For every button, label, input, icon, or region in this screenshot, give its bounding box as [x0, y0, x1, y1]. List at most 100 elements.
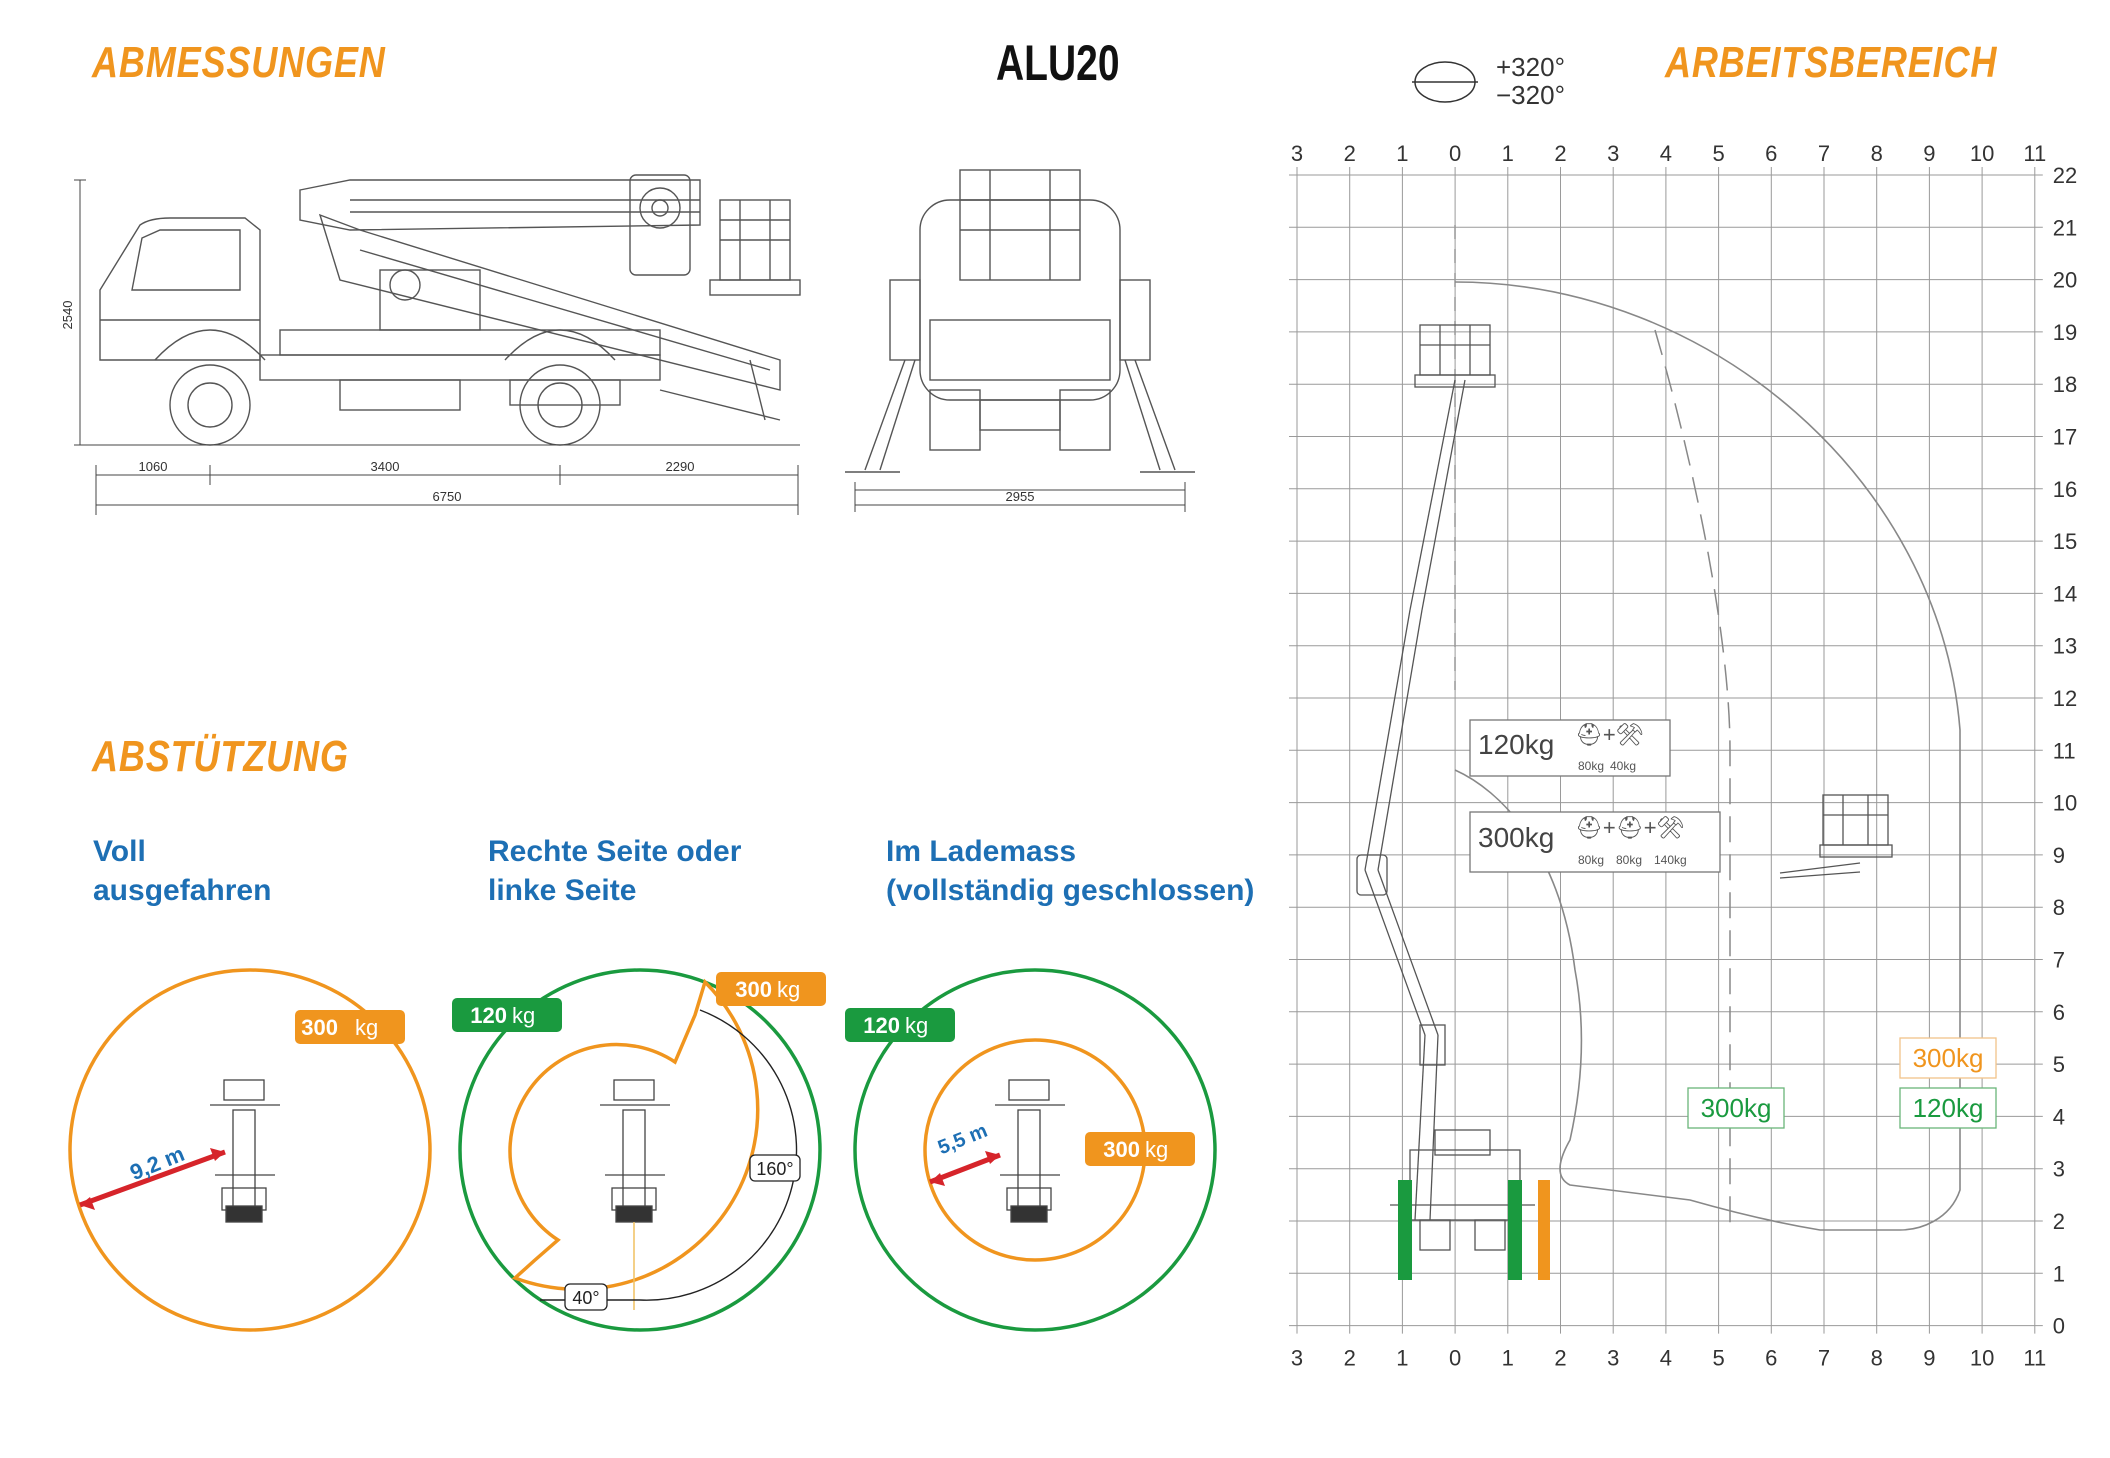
dimension-support-width-label: 2955: [1006, 489, 1035, 504]
working-area-title: ARBEITSBEREICH: [1665, 38, 1998, 87]
x-tick-top: 0: [1449, 141, 1461, 166]
diagram-full-extended: 9,2 m 300 kg: [68, 968, 432, 1332]
mode-side-label: Rechte Seite oder linke Seite: [488, 832, 741, 910]
dimension-height-label: 2540: [60, 301, 75, 330]
x-tick-bottom: 7: [1818, 1346, 1830, 1371]
x-tick-top: 9: [1923, 141, 1935, 166]
rotation-indicator: +320° −320°: [1412, 52, 1565, 110]
load-box-120-sub1: 80kg: [1578, 759, 1604, 773]
load-box-120-sub2: 40kg: [1610, 759, 1636, 773]
y-tick: 16: [2053, 477, 2077, 502]
x-tick-bottom: 5: [1712, 1346, 1724, 1371]
x-tick-bottom: 8: [1871, 1346, 1883, 1371]
y-tick: 22: [2053, 163, 2077, 188]
x-tick-top: 1: [1396, 141, 1408, 166]
label-inner-300: 300kg: [1687, 1087, 1785, 1129]
full-load-value: 300: [301, 1015, 338, 1040]
left-outrigger-green: [1398, 1180, 1412, 1280]
truck-side-view: 2540 1060 3400 2290 6750: [60, 174, 801, 515]
side-inner-range: [508, 978, 760, 1292]
y-tick: 17: [2053, 425, 2077, 450]
closed-load-small-badge: [845, 1008, 955, 1042]
x-tick-top: 5: [1712, 141, 1724, 166]
y-tick: 0: [2053, 1314, 2065, 1339]
mode-closed-label: Im Lademass (vollständig geschlossen): [886, 832, 1254, 910]
rear-basket-icon: [959, 169, 1081, 281]
mode-side-line1: Rechte Seite oder: [488, 835, 742, 868]
full-reach-arrow: [79, 1149, 226, 1208]
svg-text:300: 300: [301, 1015, 338, 1040]
y-tick: 18: [2053, 372, 2077, 397]
load-box-300-sub2: 80kg: [1616, 853, 1642, 867]
side-basket-icon: [1779, 794, 1893, 879]
model-title: ALU20: [996, 35, 1120, 91]
persons-tool-icon: ⛑+⛑+⚒: [1575, 815, 1684, 840]
x-tick-bottom: 9: [1923, 1346, 1935, 1371]
truck-rear-view: 2955: [845, 169, 1195, 512]
y-tick: 11: [2053, 738, 2076, 763]
closed-load-large-badge: [1085, 1132, 1195, 1166]
x-tick-bottom: 3: [1291, 1346, 1303, 1371]
x-tick-bottom: 1: [1396, 1346, 1408, 1371]
side-load-small-value: 120: [470, 1003, 507, 1028]
y-tick: 2: [2053, 1209, 2065, 1234]
right-outrigger-green: [1508, 1180, 1522, 1280]
front-wheel-icon: [169, 364, 251, 446]
y-tick: 15: [2053, 529, 2077, 554]
y-tick: 14: [2053, 581, 2077, 606]
svg-text:300kg: 300kg: [1913, 1043, 1984, 1073]
closed-load-large-unit: kg: [1145, 1137, 1168, 1162]
closed-load-small-value: 120: [863, 1013, 900, 1038]
x-tick-bottom: 2: [1344, 1346, 1356, 1371]
mode-full-line2: ausgefahren: [93, 874, 272, 907]
diagram-closed: 5,5 m 120 kg 300 kg: [845, 968, 1217, 1332]
x-tick-bottom: 0: [1449, 1346, 1461, 1371]
dimension-front-overhang-label: 1060: [139, 459, 168, 474]
mode-closed-line2: (vollständig geschlossen): [886, 874, 1255, 907]
side-load-large-badge: [716, 972, 826, 1006]
x-tick-top: 3: [1291, 141, 1303, 166]
x-tick-bottom: 1: [1502, 1346, 1514, 1371]
side-machine-icon: [600, 1079, 670, 1223]
x-tick-top: 1: [1502, 141, 1514, 166]
outriggers-title: ABSTÜTZUNG: [92, 732, 349, 781]
full-load-badge: [295, 1010, 405, 1044]
mode-full-label: Voll ausgefahren: [93, 832, 271, 910]
right-outrigger-orange: [1538, 1180, 1550, 1280]
y-tick: 12: [2053, 686, 2077, 711]
diagram-side: 160° 40° 120 kg 300 kg: [452, 968, 826, 1332]
y-tick: 21: [2053, 215, 2077, 240]
y-tick: 8: [2053, 895, 2065, 920]
dimension-total-length-label: 6750: [433, 489, 462, 504]
x-tick-bottom: 3: [1607, 1346, 1619, 1371]
x-tick-top: 11: [2023, 141, 2046, 166]
svg-text:300kg: 300kg: [1701, 1093, 1772, 1123]
x-tick-top: 2: [1554, 141, 1566, 166]
load-box-120: 120kg ⛑+⚒ 80kg 40kg: [1469, 719, 1671, 777]
mode-side-line2: linke Seite: [488, 874, 637, 907]
x-tick-top: 2: [1344, 141, 1356, 166]
x-tick-top: 3: [1607, 141, 1619, 166]
person-tool-icon: ⛑+⚒: [1575, 722, 1644, 747]
x-tick-bottom: 10: [1970, 1346, 1994, 1371]
y-tick: 3: [2053, 1157, 2065, 1182]
x-tick-top: 4: [1660, 141, 1672, 166]
y-tick: 5: [2053, 1052, 2065, 1077]
working-area-grid: [1289, 167, 2043, 1334]
y-tick: 20: [2053, 268, 2077, 293]
dimension-wheelbase-label: 3400: [371, 459, 400, 474]
rotation-plus-label: +320°: [1496, 52, 1565, 82]
svg-text:120kg: 120kg: [1913, 1093, 1984, 1123]
full-load-unit: kg: [355, 1015, 378, 1040]
label-outer-120-green: 120kg: [1899, 1087, 1997, 1129]
load-box-300-sub3: 140kg: [1654, 853, 1687, 867]
y-tick: 9: [2053, 843, 2065, 868]
side-load-small-badge: [452, 998, 562, 1032]
side-load-large-value: 300: [735, 977, 772, 1002]
y-tick: 13: [2053, 634, 2077, 659]
x-tick-bottom: 4: [1660, 1346, 1672, 1371]
